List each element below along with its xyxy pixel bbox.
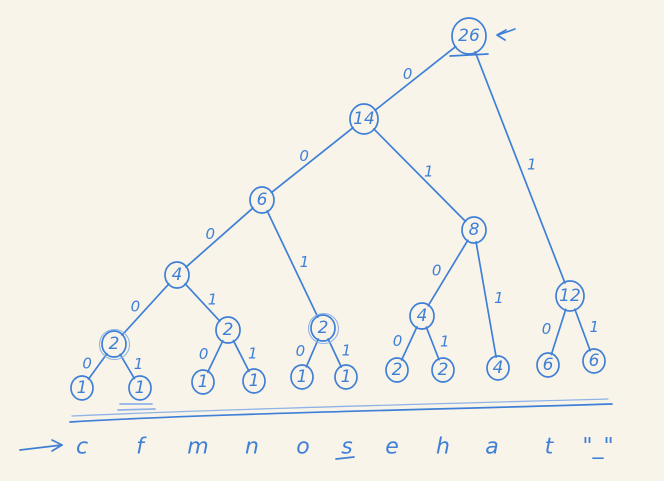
edge-label-n6-n2c: 1 [300, 253, 310, 271]
node-value: 2 [318, 318, 329, 338]
edge-label-n14-n6: 0 [299, 147, 309, 165]
leaf-letter: f [136, 435, 147, 460]
edge-n6-n4a: 0 [185, 207, 254, 268]
edge-label-n14-n8: 1 [424, 162, 434, 180]
edge-label-n2a-leaf-c: 0 [82, 354, 92, 372]
node-value: 1 [198, 372, 209, 392]
node-value: 2 [392, 360, 403, 380]
node-value: 4 [493, 358, 504, 378]
node-value: 1 [77, 378, 88, 398]
node-leaf-e: 2 [385, 357, 409, 383]
edge-label-n2b-leaf-n: 1 [248, 345, 258, 363]
edge-n12-leaf-space: 1 [573, 308, 600, 352]
leaf-letter: o [296, 435, 309, 460]
leaf-baseline [69, 398, 613, 423]
edge-n14-n8: 1 [373, 128, 467, 223]
node-value: 6 [543, 355, 554, 375]
s-underline [335, 456, 355, 460]
leaf-letter: a [485, 435, 498, 460]
node-n12: 12 [555, 280, 585, 312]
node-value: 1 [297, 367, 308, 387]
node-value: 14 [353, 109, 375, 129]
node-value: 2 [109, 334, 120, 354]
edge-n8-n4b: 0 [427, 239, 469, 307]
node-leaf-m: 1 [191, 369, 215, 395]
leaf-letter: m [187, 435, 208, 460]
node-n2a: 2 [98, 328, 131, 361]
edge-label-n2c-leaf-o: 0 [296, 342, 306, 360]
node-value: 1 [249, 371, 260, 391]
edge-label-n2b-leaf-m: 0 [199, 345, 209, 363]
arrow-into-leaf-row [19, 439, 63, 452]
edge-n14-n6: 0 [270, 126, 354, 194]
edge-label-n12-leaf-space: 1 [590, 318, 600, 336]
node-value: 2 [223, 320, 234, 340]
leaf-letter: h [436, 435, 450, 460]
edge-label-n8-leaf-a: 1 [494, 289, 504, 307]
edge-label-n2c-leaf-s: 1 [342, 342, 352, 360]
edge-n12-leaf-t: 0 [542, 308, 567, 356]
node-leaf-c: 1 [70, 375, 94, 401]
node-value: 12 [559, 286, 581, 306]
edge-label-n4a-n2b: 1 [208, 291, 218, 309]
node-value: 1 [341, 367, 352, 387]
edge-n2a-leaf-f: 1 [119, 353, 144, 380]
node-leaf-space: 6 [582, 348, 606, 374]
root-underline [449, 53, 489, 57]
node-leaf-n: 1 [242, 368, 266, 394]
leaf-letter: s [341, 435, 352, 460]
node-n2c: 2 [307, 312, 340, 345]
node-root: 26 [451, 17, 487, 55]
node-value: 4 [417, 306, 428, 326]
edge-label-n8-n4b: 0 [432, 262, 442, 280]
node-value: 26 [458, 26, 480, 46]
node-leaf-o: 1 [290, 364, 314, 390]
edge-root-n12: 1 [474, 50, 566, 284]
node-value: 1 [135, 378, 146, 398]
leaf-letter: n [245, 435, 259, 460]
edge-label-n4b-leaf-e: 0 [393, 332, 403, 350]
edge-label-n6-n4a: 0 [205, 225, 215, 243]
node-n4b: 4 [409, 302, 435, 330]
node-n2b: 2 [215, 316, 241, 344]
edge-n4b-leaf-h: 1 [425, 326, 450, 361]
edge-n4a-n2a: 0 [121, 283, 170, 336]
node-value: 2 [438, 360, 449, 380]
edge-n8-leaf-a: 1 [475, 240, 504, 359]
node-value: 6 [257, 190, 268, 210]
edge-n2a-leaf-c: 0 [82, 352, 108, 380]
leaf-letter: t [545, 435, 555, 460]
node-n4a: 4 [164, 261, 190, 289]
edge-label-n4a-n2a: 0 [131, 298, 141, 316]
node-leaf-a: 4 [486, 355, 510, 381]
edge-label-root-n14: 0 [403, 65, 413, 83]
edge-label-n12-leaf-t: 0 [542, 320, 552, 338]
arrow-pointing-at-root [496, 28, 516, 41]
edge-n6-n2c: 1 [266, 209, 319, 319]
edge-label-n4b-leaf-h: 1 [440, 332, 450, 350]
node-n6: 6 [249, 186, 275, 214]
edge-n2b-leaf-m: 0 [199, 339, 224, 373]
edge-label-root-n12: 1 [527, 155, 537, 173]
node-n8: 8 [461, 216, 487, 244]
node-leaf-t: 6 [536, 352, 560, 378]
node-value: 6 [589, 351, 600, 371]
leaf-letter: "_" [582, 435, 613, 460]
edge-n4a-n2b: 1 [184, 282, 221, 323]
node-n14: 14 [349, 103, 379, 135]
node-value: 4 [172, 265, 183, 285]
leaf-letter: e [385, 435, 399, 460]
leaf-letter: c [76, 435, 88, 460]
node-leaf-h: 2 [431, 357, 455, 383]
node-leaf-s: 1 [334, 364, 358, 390]
edge-n4b-leaf-e: 0 [393, 326, 418, 361]
edge-n2b-leaf-n: 1 [232, 339, 258, 373]
node-leaf-f: 1 [128, 375, 152, 401]
node-value: 8 [469, 220, 480, 240]
edge-root-n14: 0 [374, 45, 457, 112]
edge-n2c-leaf-o: 0 [296, 338, 320, 368]
edge-n2c-leaf-s: 1 [327, 338, 352, 368]
edge-label-n2a-leaf-f: 1 [134, 355, 144, 373]
